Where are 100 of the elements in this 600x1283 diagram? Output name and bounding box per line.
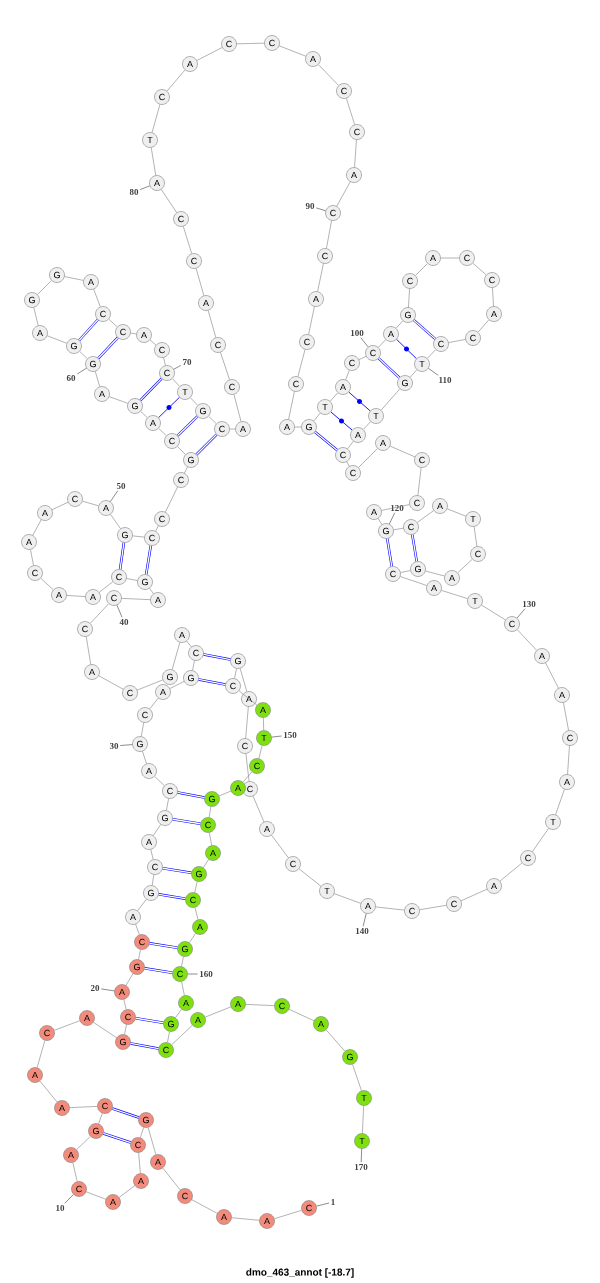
backbone-line [82,500,99,507]
backbone-line [32,519,42,536]
leader-line [139,185,151,190]
backbone-line [239,668,248,692]
backbone-line [130,332,137,335]
backbone-line [346,461,350,467]
leader-line [315,207,326,212]
backbone-line [492,287,494,307]
backbone-line [171,642,181,670]
backbone-line [545,662,559,689]
leader-line [173,365,182,370]
backbone-line [76,1136,91,1150]
base-pair-line [97,336,119,360]
base-pair-line [203,653,231,661]
backbone-line [271,834,289,859]
backbone-line [140,1127,144,1138]
backbone-line [149,588,154,594]
base-pair-line [78,318,99,342]
backbone-line [419,905,447,911]
backbone-line [204,1006,232,1018]
leader-line [360,1148,362,1163]
position-number: 30 [109,742,119,750]
leader-line [389,512,396,525]
base-pair-line [411,534,418,562]
position-number: 40 [119,618,129,626]
backbone-line [313,412,321,422]
backbone-line [417,510,434,523]
backbone-line [98,675,124,690]
leader-line [64,1194,74,1204]
backbone-line [33,307,39,326]
backbone-line [308,306,315,335]
backbone-line [318,64,339,86]
backbone-line [90,603,109,624]
base-pair-line [130,1042,159,1050]
position-number: 140 [355,927,369,935]
title: dmo_463_annot [-18.7] [246,1268,354,1278]
backbone-line [278,45,307,57]
backbone-line [408,288,410,308]
leader-line [516,608,526,619]
position-number: 110 [439,376,452,384]
leader-line [362,913,367,927]
position-number: 100 [351,329,364,337]
position-number: 1 [331,1199,335,1205]
leader-line [110,490,119,502]
backbone-line [288,391,295,420]
backbone-line [400,576,427,586]
backbone-line [274,1210,302,1219]
backbone-line [186,640,192,648]
backbone-line [362,1105,364,1134]
backbone-line [234,668,237,679]
leader-line [360,337,369,348]
backbone-line [177,446,186,455]
backbone-line [110,514,121,529]
backbone-line [154,776,165,786]
base-pair-line [413,319,436,340]
base-pair-line [118,542,126,570]
base-pair-line [330,411,353,431]
backbone-line [245,706,249,739]
backbone-line [477,319,490,333]
backbone-line [140,411,148,418]
backbone-line [334,893,361,904]
backbone-line [400,570,411,573]
position-number: 60 [66,374,76,382]
backbone-line [40,578,54,591]
leader-line [271,735,282,738]
backbone-line [329,392,339,402]
backbone-line [166,69,186,92]
backbone-line [135,924,140,935]
backbone-line [155,525,159,532]
backbone-line [138,1152,141,1174]
backbone-line [126,578,138,581]
backbone-line [208,806,212,818]
backbone-line [358,448,378,468]
backbone-line [378,339,386,348]
base-pair-line [135,1017,164,1024]
base-pair-line [162,867,192,875]
backbone-line [189,933,196,943]
backbone-line [354,139,357,168]
backbone-line [207,310,217,338]
leader-line [100,988,115,992]
backbone-line [118,1185,136,1198]
backbone-line [242,771,253,783]
backbone-line [195,268,205,296]
base-pair-line [396,339,417,360]
backbone-line [94,371,101,387]
position-number: 90 [305,202,315,210]
backbone-line [457,559,473,573]
backbone-line [262,717,265,731]
position-number: 50 [116,482,126,490]
backbone-line [72,1162,78,1182]
backbone-line [138,949,141,960]
backbone-line [393,527,404,531]
backbone-line [121,598,151,600]
backbone-line [108,318,118,328]
backbone-line [47,335,67,344]
backbone-line [172,378,180,387]
backbone-line [191,1199,218,1214]
backbone-line [93,1022,117,1038]
backbone-line [64,276,84,281]
backbone-line [169,681,185,689]
